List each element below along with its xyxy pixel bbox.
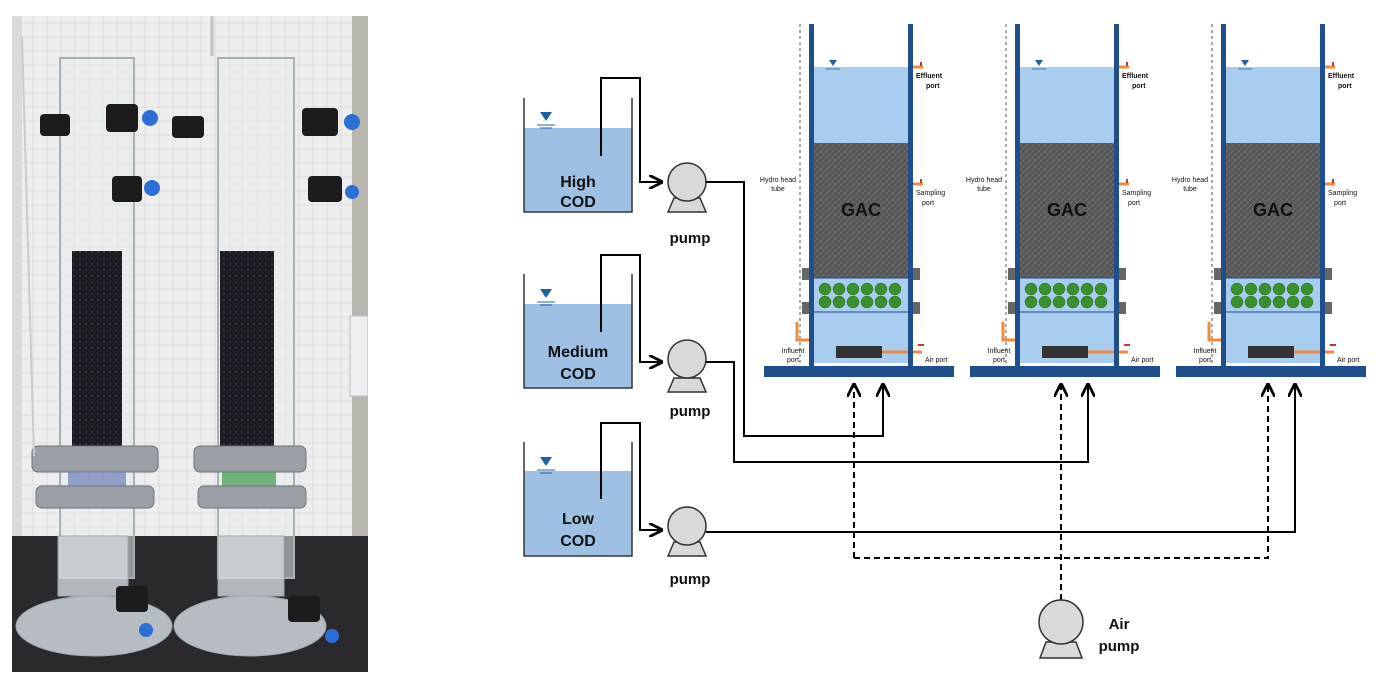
tank-label-line1: Low [562,511,595,528]
air-port-label: Air port [1131,357,1154,364]
hydro-head-label-line2: tube [771,186,785,193]
feed-tubes [600,77,660,530]
air-port-label: Air port [925,357,948,364]
sampling-port-label-line1: Sampling [1122,190,1151,197]
bead-layer [818,282,902,309]
photo-column-1 [15,57,173,657]
sampling-port-label-line2: port [1334,200,1346,207]
air-port-label: Air port [1337,357,1360,364]
column-photo [12,16,368,672]
water-level-icon [540,457,552,466]
water-level-icon [540,289,552,298]
hydro-head-label-line1: Hydro head [966,177,1002,184]
hydro-head-label-line2: tube [977,186,991,193]
influent-port-label-line1: Influent [988,348,1011,355]
hydro-head-label-line2: tube [1183,186,1197,193]
bead-layer [1024,282,1108,309]
bead-layer [1230,282,1314,309]
effluent-port-label-line2: port [926,83,940,90]
pump-icon [666,506,708,557]
sampling-port-label-line1: Sampling [916,190,945,197]
influent-port-label-line2: port [1199,357,1211,364]
gac-column-2: GAC Hydro head tube Effluent port Sampli… [966,24,1160,377]
influent-port-label-line2: port [787,357,799,364]
hydro-head-label-line1: Hydro head [760,177,796,184]
influent-port-label-line1: Influent [1194,348,1217,355]
tank-label-line2: COD [560,366,596,383]
tank-label-line2: COD [560,194,596,211]
air-pump-label-line1: Air [1109,616,1130,633]
pump-icon [666,339,708,393]
effluent-port-label-line2: port [1338,83,1352,90]
air-pump-label-line2: pump [1099,638,1140,655]
pump-icon [666,162,708,213]
influent-port-label-line2: port [993,357,1005,364]
gac-label: GAC [1253,200,1293,220]
air-pump-icon [1038,599,1084,659]
effluent-port-label-line2: port [1132,83,1146,90]
effluent-port-label-line1: Effluent [916,73,943,80]
pump-label: pump [670,230,711,247]
effluent-port-label-line1: Effluent [1122,73,1149,80]
tank-medium-cod: Medium COD [523,274,633,389]
feed-lines [706,181,1295,533]
sampling-port-label-line2: port [1128,200,1140,207]
water-level-icon [540,112,552,121]
gac-column-3: GAC Hydro head tube Effluent port Sampli… [1172,24,1366,377]
photo-column-2 [172,57,360,657]
tank-label-line1: Medium [548,344,608,361]
influent-port-label-line1: Influent [782,348,805,355]
tank-high-cod: High COD [523,98,633,213]
air-lines [854,386,1268,600]
tank-label-line1: High [560,174,596,191]
effluent-port-label-line1: Effluent [1328,73,1355,80]
pump-label: pump [670,571,711,588]
sampling-port-label-line1: Sampling [1328,190,1357,197]
gac-column-1: GAC Hydro head tube Effluent port Sampli… [760,24,954,377]
sampling-port-label-line2: port [922,200,934,207]
hydro-head-label-line1: Hydro head [1172,177,1208,184]
pump-label: pump [670,403,711,420]
tank-low-cod: Low COD [523,442,633,557]
gac-label: GAC [841,200,881,220]
tank-label-line2: COD [560,533,596,550]
gac-label: GAC [1047,200,1087,220]
